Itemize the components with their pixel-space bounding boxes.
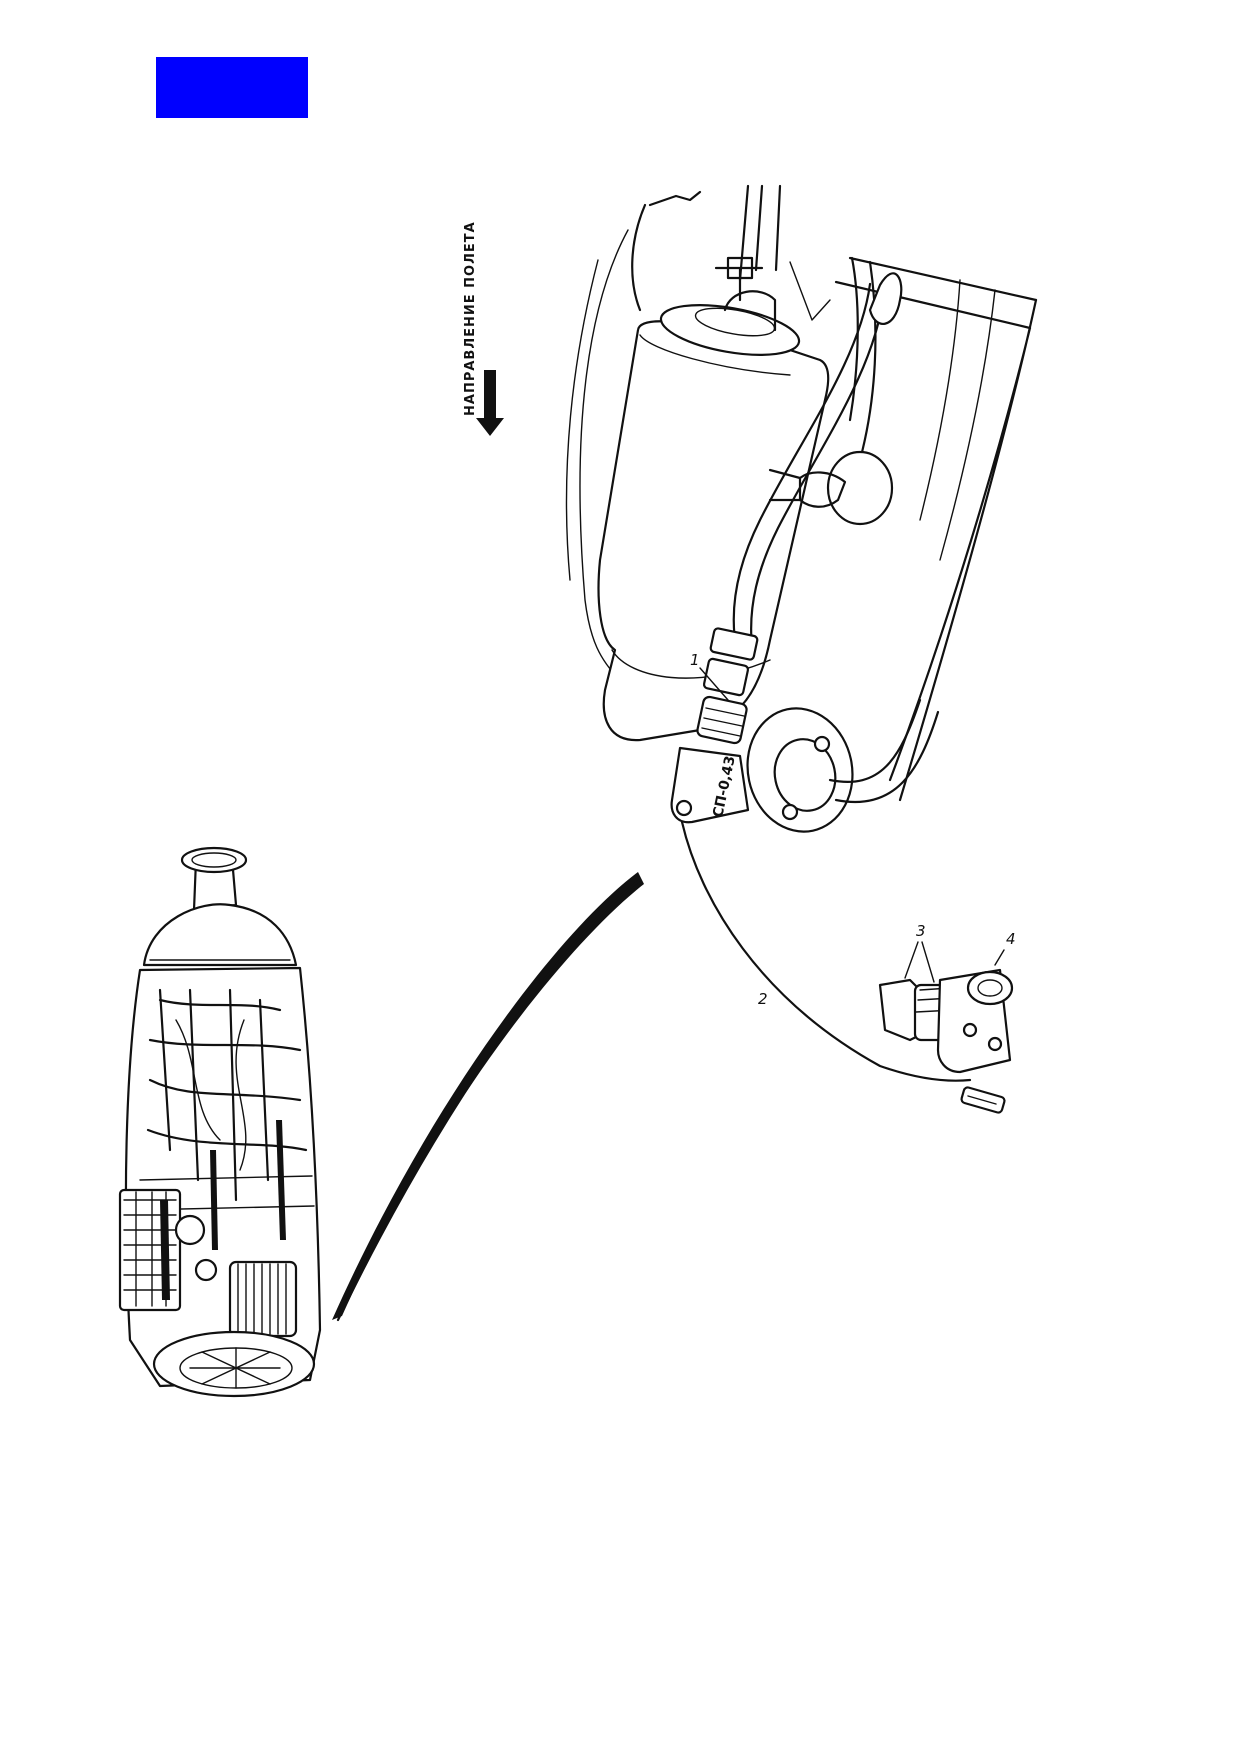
leader-arrow [332,872,644,1322]
flight-direction-indicator: НАПРАВЛЕНИЕ ПОЛЕТА [463,221,504,436]
engine-overview-drawing [118,846,322,1398]
callout-1: 1 [690,651,700,669]
filter-assembly-drawing: СП-0,43 1 [565,184,1038,833]
detail-parts-drawing: 2 3 4 [680,820,1016,1114]
callout-2: 2 [758,990,768,1008]
flight-direction-arrow [476,370,504,436]
blue-header-tab [156,57,308,118]
flight-direction-label: НАПРАВЛЕНИЕ ПОЛЕТА [463,221,478,416]
callout-4: 4 [1006,930,1016,948]
callout-3: 3 [916,922,926,940]
